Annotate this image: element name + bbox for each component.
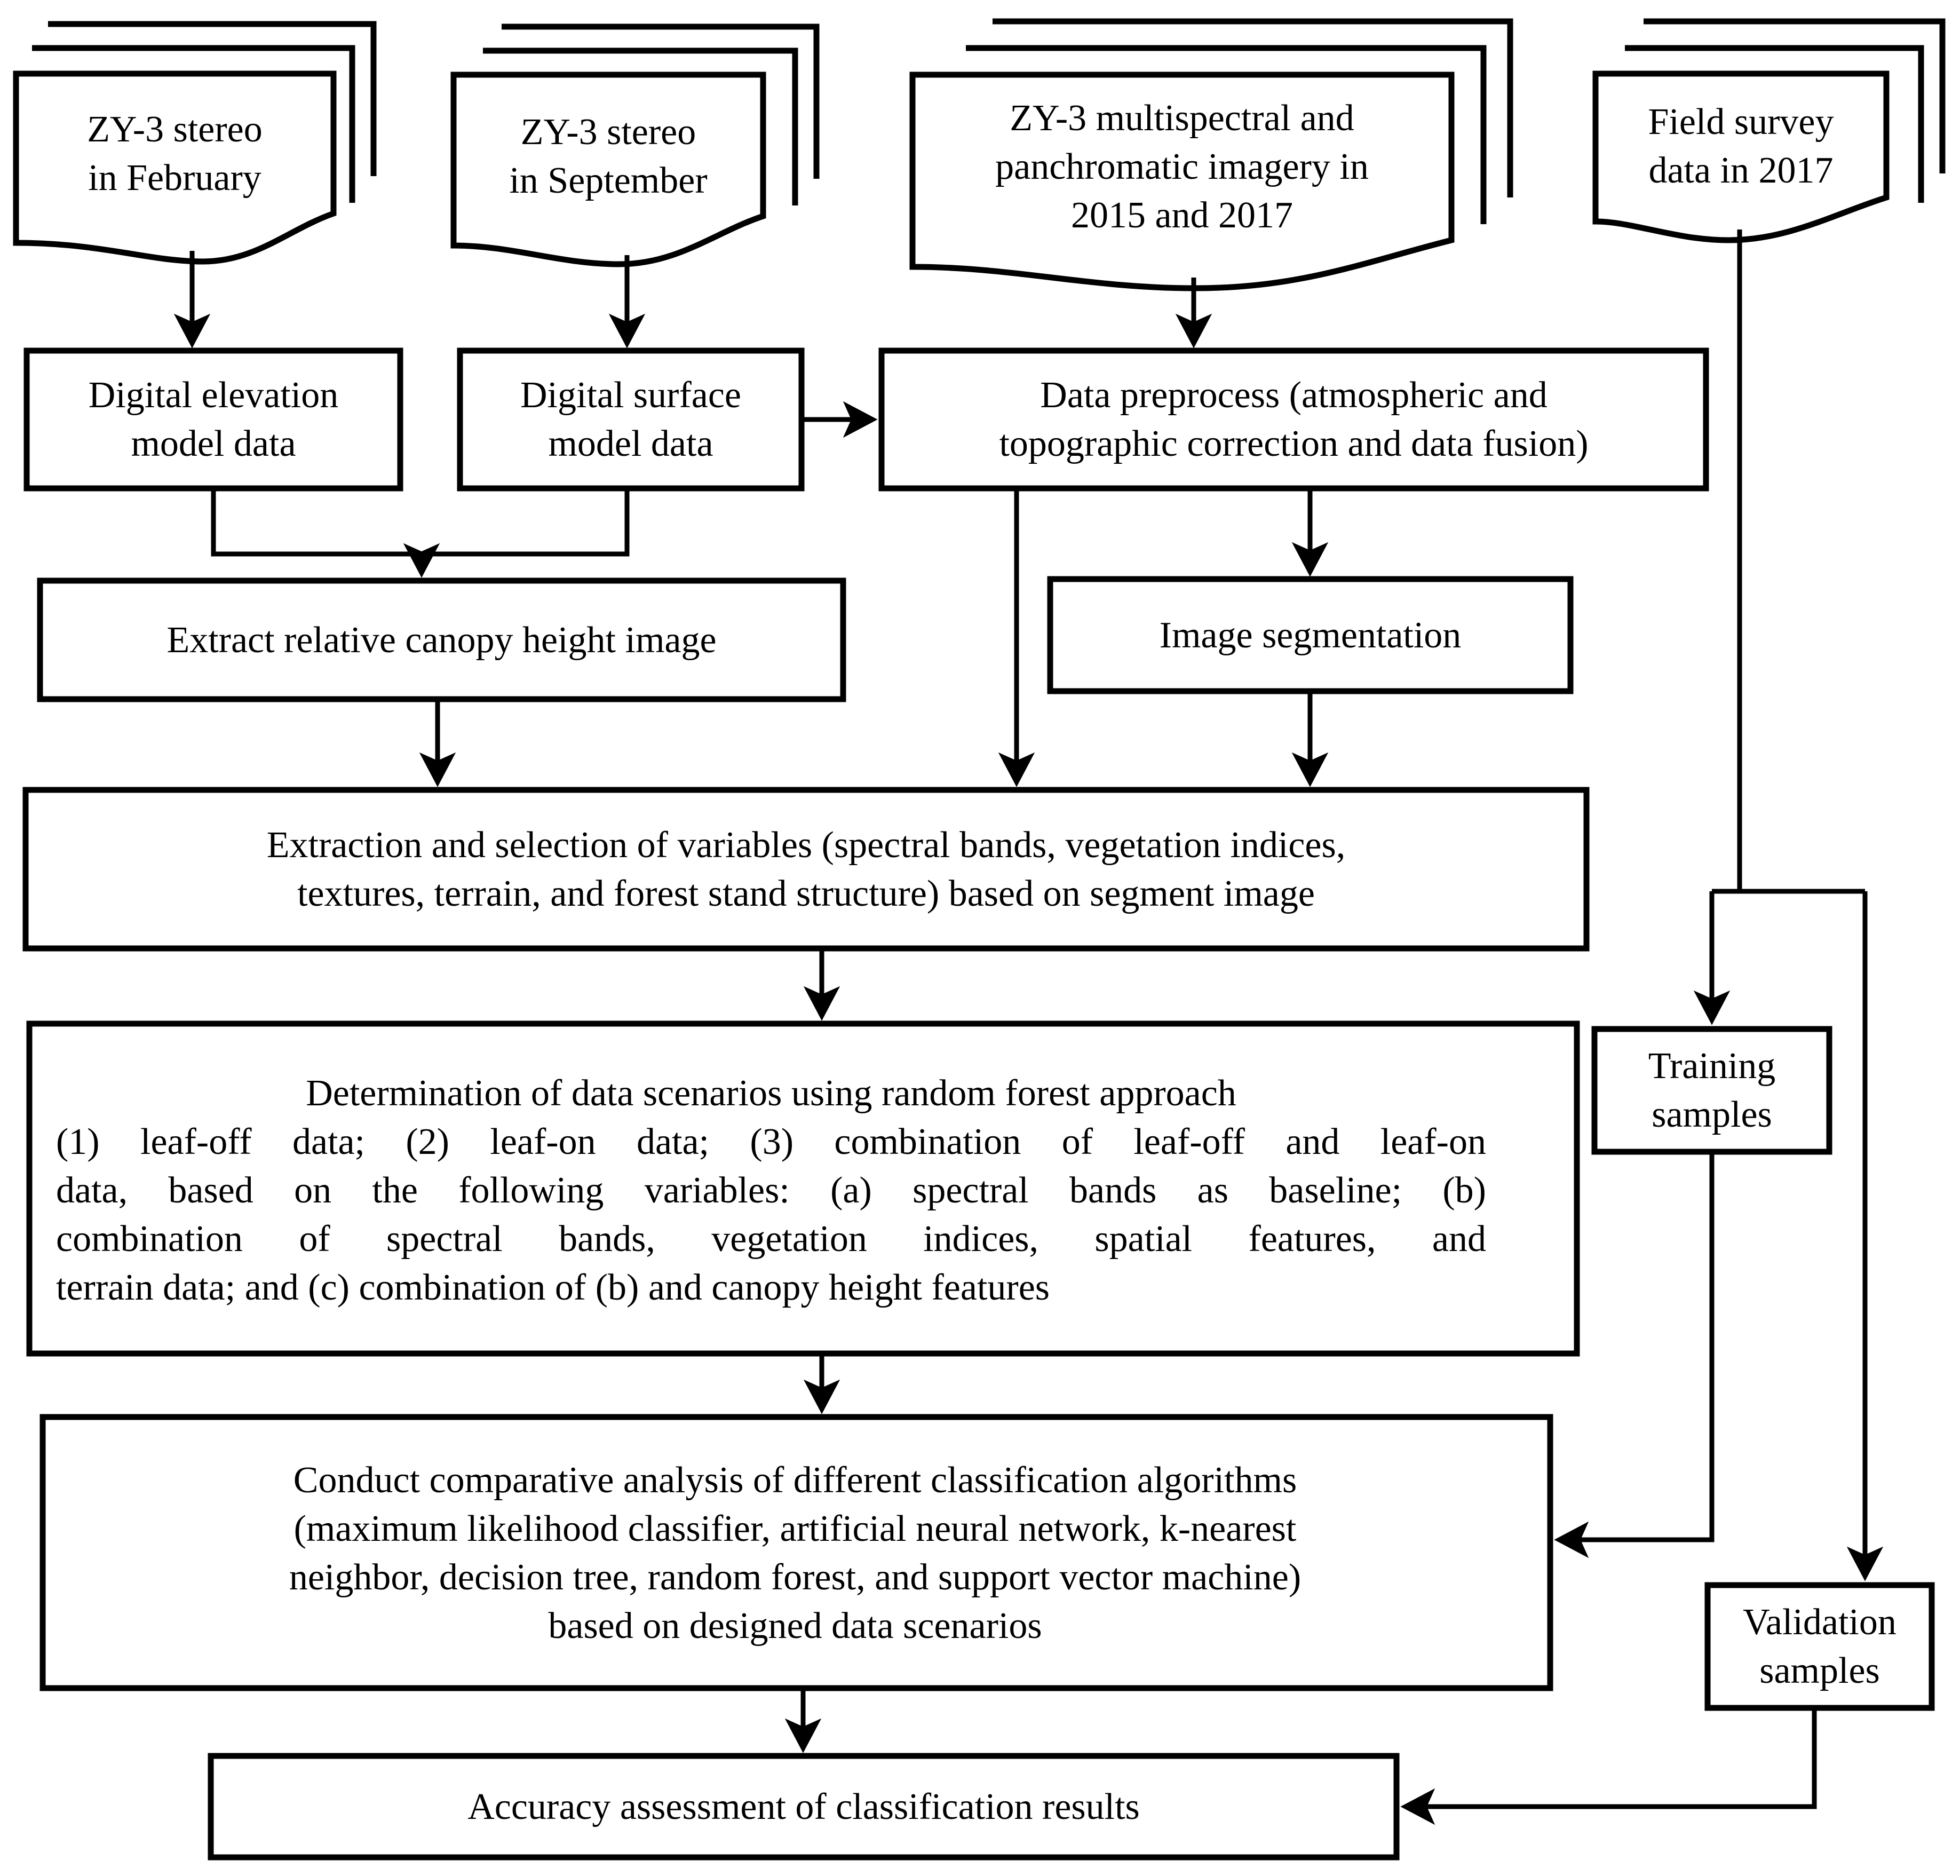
- box-data-scenarios[interactable]: [26, 1020, 1580, 1357]
- source-label-zy3-february: ZY-3 stereo in February: [16, 74, 334, 234]
- label-data-scenarios: Determination of data scenarios using ra…: [56, 1038, 1486, 1342]
- source-line: in September: [509, 160, 708, 201]
- box-comparative-analysis[interactable]: [39, 1414, 1553, 1691]
- connector-validation-to-accuracy: [1400, 1708, 1817, 1825]
- label-training-samples: Training samples: [1594, 1029, 1829, 1152]
- source-label-field-survey: Field survey data in 2017: [1596, 74, 1886, 219]
- label-digital-surface-model: Digital surface model data: [460, 351, 802, 488]
- label-data-preprocess: Data preprocess (atmospheric and topogra…: [882, 351, 1706, 488]
- node-line: model data: [131, 423, 296, 464]
- connector-dem-dsm-merge: [211, 488, 630, 557]
- node-line: (1) leaf-off data; (2) leaf-on data; (3)…: [56, 1121, 1486, 1162]
- node-line: textures, terrain, and forest stand stru…: [297, 873, 1315, 914]
- node-line: Image segmentation: [1159, 614, 1462, 656]
- source-line: data in 2017: [1648, 150, 1834, 191]
- label-image-segmentation: Image segmentation: [1050, 579, 1570, 691]
- node-line: Extraction and selection of variables (s…: [266, 824, 1346, 866]
- source-label-zy3-multispectral-panchromatic: ZY-3 multispectral and panchromatic imag…: [912, 75, 1451, 259]
- source-line: ZY-3 stereo: [87, 109, 263, 150]
- node-line: Determination of data scenarios using ra…: [306, 1072, 1236, 1114]
- box-extract-canopy-height[interactable]: [37, 577, 846, 702]
- source-shape-field-survey[interactable]: [1592, 18, 1946, 243]
- label-accuracy-assessment: Accuracy assessment of classification re…: [211, 1756, 1396, 1857]
- node-line: Extract relative canopy height image: [166, 619, 717, 661]
- source-shape-zy3-multispectral-panchromatic[interactable]: [909, 18, 1513, 291]
- node-line: Conduct comparative analysis of differen…: [293, 1459, 1297, 1501]
- source-line: ZY-3 stereo: [520, 111, 696, 153]
- box-digital-surface-model[interactable]: [457, 347, 805, 492]
- box-variable-extraction[interactable]: [22, 787, 1590, 952]
- node-line: Validation: [1743, 1602, 1896, 1643]
- node-line: Digital elevation: [88, 375, 339, 416]
- box-image-segmentation[interactable]: [1047, 576, 1574, 694]
- node-line: combination of spectral bands, vegetatio…: [56, 1218, 1486, 1260]
- source-label-zy3-september: ZY-3 stereo in September: [454, 75, 763, 238]
- node-line: (maximum likelihood classifier, artifici…: [293, 1508, 1297, 1549]
- node-line: based on designed data scenarios: [548, 1605, 1042, 1647]
- connector-training-to-analysis: [1554, 1152, 1715, 1558]
- node-line: samples: [1759, 1650, 1880, 1691]
- node-line: neighbor, decision tree, random forest, …: [289, 1556, 1302, 1598]
- node-line: Digital surface: [520, 375, 741, 416]
- box-data-preprocess[interactable]: [878, 347, 1709, 492]
- box-accuracy-assessment[interactable]: [208, 1753, 1400, 1861]
- label-digital-elevation-model: Digital elevation model data: [27, 351, 400, 488]
- label-validation-samples: Validation samples: [1708, 1585, 1932, 1708]
- source-shape-zy3-september[interactable]: [450, 23, 820, 267]
- box-validation-samples[interactable]: [1704, 1582, 1935, 1711]
- node-line: model data: [548, 423, 713, 464]
- source-line: in February: [88, 157, 261, 199]
- label-comparative-analysis: Conduct comparative analysis of differen…: [80, 1426, 1510, 1680]
- node-line: samples: [1652, 1094, 1772, 1135]
- source-line: panchromatic imagery in: [995, 146, 1369, 187]
- node-line: Accuracy assessment of classification re…: [467, 1786, 1140, 1827]
- source-line: Field survey: [1648, 101, 1834, 143]
- node-line: Data preprocess (atmospheric and: [1040, 375, 1548, 416]
- source-shape-zy3-february[interactable]: [13, 21, 377, 265]
- label-extract-canopy-height: Extract relative canopy height image: [40, 581, 843, 699]
- source-line: 2015 and 2017: [1070, 195, 1294, 236]
- node-line: Training: [1648, 1046, 1776, 1087]
- node-line: terrain data; and (c) combination of (b)…: [56, 1267, 1050, 1308]
- label-variable-extraction: Extraction and selection of variables (s…: [26, 790, 1586, 948]
- source-line: ZY-3 multispectral and: [1010, 98, 1354, 139]
- node-line: data, based on the following variables: …: [56, 1169, 1486, 1211]
- node-line: topographic correction and data fusion): [999, 423, 1589, 464]
